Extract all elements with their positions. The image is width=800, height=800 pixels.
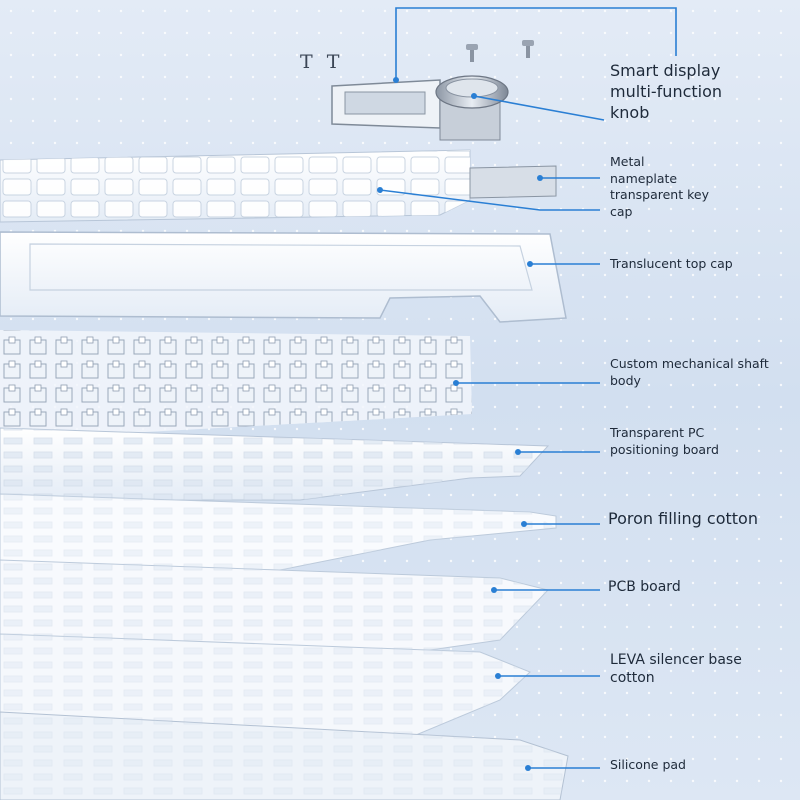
label-top-cap: Translucent top cap — [610, 256, 733, 271]
pc-board-layer — [0, 427, 550, 501]
label-pcb: PCB board — [608, 579, 681, 595]
silicone-layer — [0, 711, 569, 800]
keycap-layer — [0, 149, 557, 223]
leader-lines — [379, 7, 677, 769]
switch-layer — [0, 330, 472, 440]
screw-icon — [522, 40, 534, 58]
label-poron: Poron filling cotton — [608, 509, 758, 528]
label-pc-board: Transparent PC positioning board — [610, 425, 719, 457]
label-silicone: Silicone pad — [610, 757, 686, 772]
pcb-layer — [0, 559, 549, 661]
label-leva: LEVA silencer base cotton — [610, 652, 742, 687]
top-text: T T — [300, 51, 344, 73]
knob-module — [331, 75, 509, 141]
top-cap-layer — [0, 231, 567, 323]
label-keycap: Metal nameplate transparent key cap — [610, 154, 709, 219]
leader-dots — [377, 77, 543, 771]
label-knob: Smart display multi-function knob — [610, 61, 723, 123]
label-shaft-body: Custom mechanical shaft body — [610, 356, 769, 388]
poron-layer — [0, 493, 557, 571]
screw-icon — [466, 44, 478, 62]
metal-nameplate — [469, 165, 557, 199]
